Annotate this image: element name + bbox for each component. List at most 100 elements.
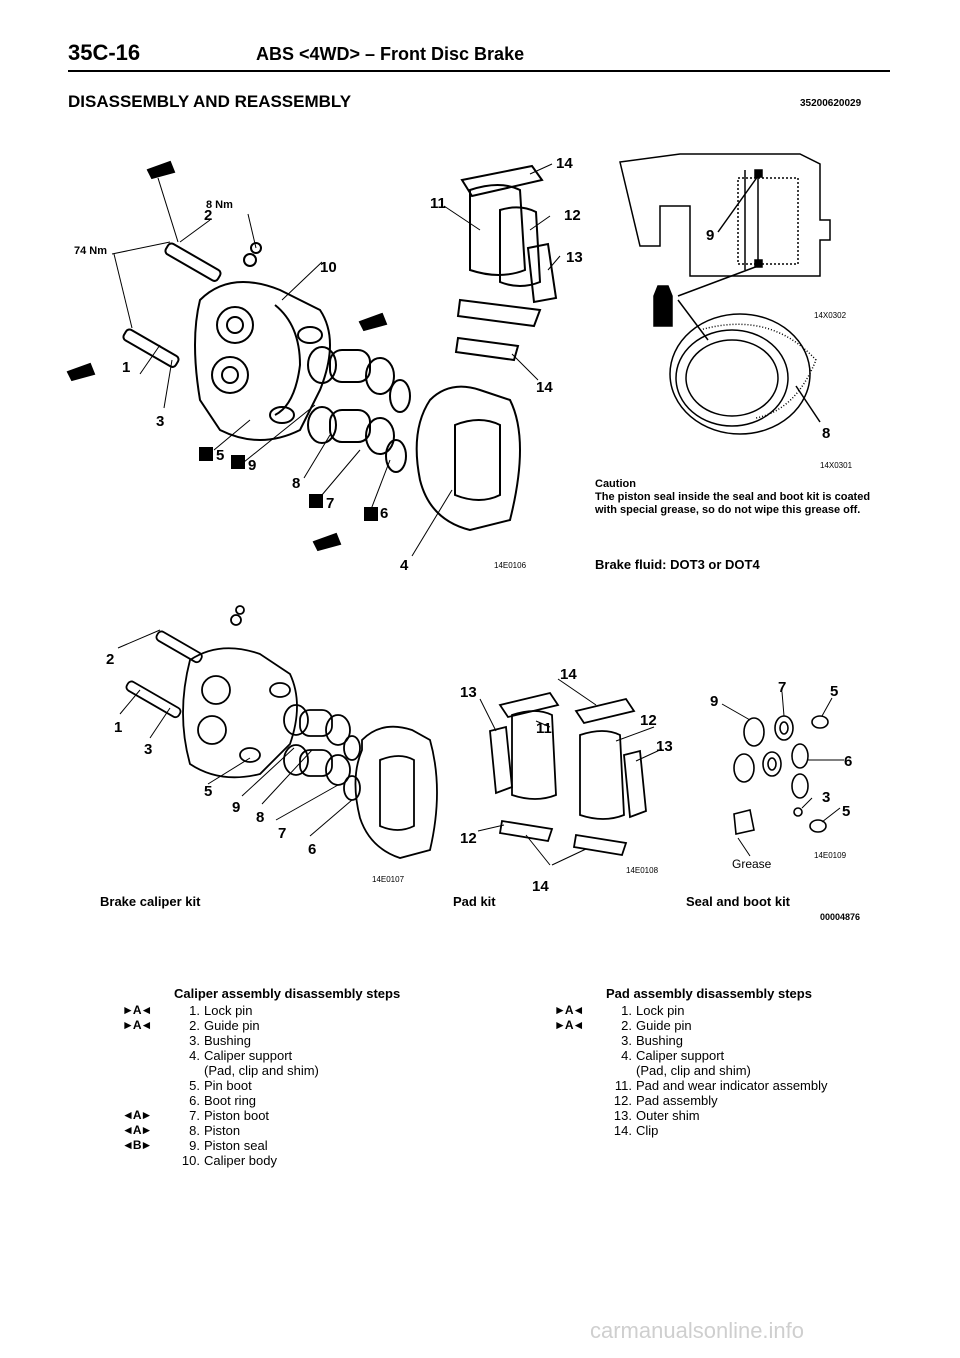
step-text: Caliper support — [636, 1048, 725, 1063]
callout-3: 3 — [156, 413, 164, 430]
step-number: 3. — [621, 1033, 632, 1048]
piston-seal-diagram: 9 8 14X0302 14X0301 — [619, 153, 853, 470]
callout-13: 13 — [566, 249, 583, 266]
service-mark: ►A◄ — [554, 1018, 584, 1032]
callout-4: 4 — [400, 557, 409, 574]
seal-kit-callout-9: 9 — [710, 693, 718, 710]
torque-74nm: 74 Nm — [74, 245, 107, 257]
pad-kit-callout-13-left: 13 — [460, 684, 477, 701]
pad-steps-title: Pad assembly disassembly steps — [606, 986, 812, 1001]
step-number: 13. — [613, 1108, 632, 1123]
service-mark: ◄A► — [122, 1108, 152, 1122]
step-text: Clip — [636, 1123, 659, 1138]
step-number: 3. — [189, 1033, 200, 1048]
step-text: (Pad, clip and shim) — [204, 1063, 319, 1078]
step-text: Bushing — [636, 1033, 683, 1048]
service-mark: ►A◄ — [554, 1003, 584, 1017]
section-title: DISASSEMBLY AND REASSEMBLY — [68, 92, 352, 111]
caliper-kit-callout-5: 5 — [204, 783, 212, 800]
pad-kit-code: 14E0108 — [626, 866, 659, 875]
figure-code: 14E0106 — [494, 561, 527, 570]
callout-8: 8 — [292, 475, 300, 492]
step-text: Piston boot — [204, 1108, 270, 1123]
pad-kit-diagram: 13 14 11 12 13 12 14 14E0108 — [460, 666, 673, 895]
caliper-steps-list: Caliper assembly disassembly steps ►A◄ 1.… — [122, 986, 424, 1168]
callout-2: 2 — [204, 207, 212, 224]
callout-6: 6 — [380, 505, 388, 522]
caliper-kit-callout-6: 6 — [308, 841, 316, 858]
pad-kit-callout-12-left: 12 — [460, 830, 477, 847]
grease-label: Grease — [732, 857, 772, 870]
page-title: ABS <4WD> – Front Disc Brake — [256, 44, 525, 64]
seal-kit-code: 14E0109 — [814, 851, 847, 860]
step-number: 4. — [189, 1048, 200, 1063]
step-text: Pad and wear indicator assembly — [636, 1078, 828, 1093]
callout-10: 10 — [320, 259, 337, 276]
callout-9-piston: 9 — [706, 227, 714, 244]
pad-kit-callout-14-bottom: 14 — [532, 878, 549, 895]
step-text: Piston seal — [204, 1138, 268, 1153]
pad-kit-callout-12-right: 12 — [640, 712, 657, 729]
step-number: 8. — [189, 1123, 200, 1138]
step-text: Piston — [204, 1123, 241, 1138]
step-text: Guide pin — [204, 1018, 260, 1033]
step-number: 1. — [189, 1003, 200, 1018]
callout-11: 11 — [430, 195, 446, 212]
kits-figure-code: 00004876 — [820, 912, 861, 922]
step-text: Lock pin — [636, 1003, 685, 1018]
caution-note: Caution The piston seal inside the seal … — [595, 478, 895, 517]
step-text: Caliper support — [204, 1048, 293, 1063]
callout-7: 7 — [326, 495, 334, 512]
seal-kit-callout-6: 6 — [844, 753, 852, 770]
step-text: (Pad, clip and shim) — [636, 1063, 751, 1078]
step-text: Boot ring — [204, 1093, 257, 1108]
seal-kit-caption: Seal and boot kit — [686, 894, 791, 909]
step-number: 11. — [614, 1078, 632, 1093]
step-number: 5. — [189, 1078, 200, 1093]
step-number: 2. — [621, 1018, 632, 1033]
step-text: Pad assembly — [636, 1093, 718, 1108]
caution-title: Caution — [595, 478, 636, 490]
seal-kit-callout-7: 7 — [778, 680, 786, 696]
step-number: 6. — [189, 1093, 200, 1108]
step-number: 9. — [189, 1138, 200, 1153]
caliper-kit-callout-3: 3 — [144, 741, 152, 758]
callout-8-piston: 8 — [822, 425, 830, 442]
brake-fluid-spec: Brake fluid: DOT3 or DOT4 — [595, 557, 760, 572]
seal-kit-callout-5-top: 5 — [830, 683, 838, 700]
caliper-kit-callout-2: 2 — [106, 651, 114, 668]
figure-code-upper: 14X0302 — [814, 311, 847, 320]
torque-8nm: 8 Nm — [206, 199, 233, 211]
pad-kit-callout-14-top: 14 — [560, 666, 577, 683]
callout-12: 12 — [564, 207, 581, 224]
caliper-steps-title: Caliper assembly disassembly steps — [174, 986, 401, 1001]
step-number: 1. — [621, 1003, 632, 1018]
step-number: 4. — [621, 1048, 632, 1063]
caliper-exploded-diagram: 2 1 3 5 9 8 7 6 4 10 11 12 13 14 14 8 Nm… — [66, 155, 583, 574]
seal-boot-kit-diagram: 9 7 5 6 3 5 Grease 14E0109 — [710, 680, 852, 870]
callout-14-top: 14 — [556, 155, 573, 172]
caliper-kit-code: 14E0107 — [372, 875, 405, 884]
brake-caliper-kit-diagram: 2 1 3 5 9 8 7 6 14E0107 — [106, 605, 438, 884]
service-mark: ►A◄ — [122, 1018, 152, 1032]
step-text: Caliper body — [204, 1153, 277, 1168]
pad-kit-callout-13-right: 13 — [656, 738, 673, 755]
step-number: 7. — [189, 1108, 200, 1123]
callout-14-bottom: 14 — [536, 379, 553, 396]
step-number: 2. — [189, 1018, 200, 1033]
section-code: 35200620029 — [800, 98, 862, 109]
service-mark: ►A◄ — [122, 1003, 152, 1017]
pad-kit-callout-11: 11 — [536, 720, 552, 737]
watermark: carmanualsonline.info — [590, 1318, 805, 1343]
step-text: Outer shim — [636, 1108, 700, 1123]
pad-kit-caption: Pad kit — [453, 894, 496, 909]
step-number: 14. — [613, 1123, 632, 1138]
step-number: 10. — [181, 1153, 200, 1168]
caliper-kit-callout-9: 9 — [232, 799, 240, 816]
step-text: Guide pin — [636, 1018, 692, 1033]
callout-9: 9 — [248, 457, 256, 474]
seal-kit-callout-5-bottom: 5 — [842, 803, 850, 820]
caution-text: The piston seal inside the seal and boot… — [595, 491, 871, 516]
header-rule — [68, 70, 890, 72]
figure-code-lower: 14X0301 — [820, 461, 853, 470]
